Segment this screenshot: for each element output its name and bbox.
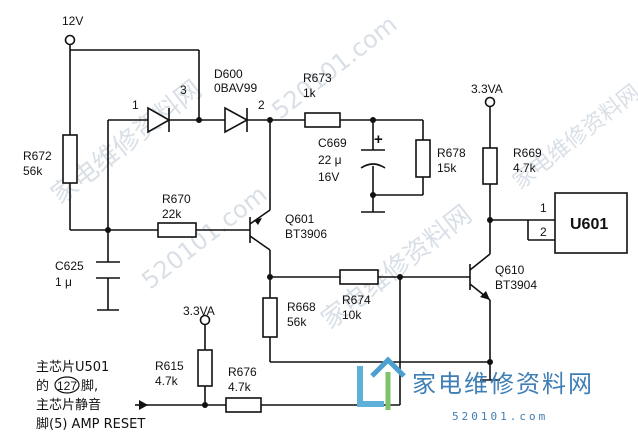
label-d600-part: 0BAV99 (214, 81, 257, 95)
label-c669-plus: + (374, 131, 383, 148)
label-r673-ref: R673 (303, 71, 332, 85)
label-r670-ref: R670 (162, 192, 191, 206)
label-q610-part: BT3904 (495, 278, 537, 292)
logo-text: 家电维修资料网 (412, 370, 594, 398)
label-3v3-top: 3.3VA (471, 82, 503, 96)
label-12v: 12V (62, 14, 83, 28)
label-q601-part: BT3906 (285, 227, 327, 241)
resistor-r673 (304, 112, 341, 128)
label-r669-val: 4.7k (513, 161, 537, 175)
note-pin-circle (54, 376, 80, 394)
note-line2-b: 脚, (81, 378, 98, 394)
label-r668-val: 56k (287, 315, 307, 329)
label-r672-val: 56k (23, 164, 43, 178)
label-u601: U601 (570, 216, 608, 233)
resistor-r676 (225, 397, 262, 413)
watermark-url: 520101.com (266, 10, 402, 125)
resistor-r669 (482, 147, 498, 185)
label-r673-val: 1k (303, 86, 317, 100)
junctions (105, 117, 493, 408)
pin-d600-1: 1 (132, 98, 139, 112)
label-r674-ref: R674 (342, 293, 371, 307)
transistor-q601 (249, 209, 271, 251)
diode-d600-a (147, 106, 171, 134)
label-r676-val: 4.7k (228, 380, 252, 394)
capacitor-c625 (96, 261, 120, 279)
capacitor-c669 (360, 149, 386, 169)
note-line3: 主芯片静音 (36, 397, 101, 413)
label-r672-ref: R672 (23, 149, 52, 163)
resistor-r672 (62, 134, 78, 184)
label-r674-val: 10k (342, 308, 362, 322)
resistor-r674 (339, 269, 379, 285)
label-3v3-bottom: 3.3VA (183, 304, 215, 318)
power-terminals (64, 34, 496, 326)
note-line2-a: 的 (36, 378, 49, 394)
logo-mark (357, 356, 406, 410)
diode-d600-b (224, 106, 249, 134)
resistor-r670 (157, 222, 197, 238)
site-logo: 家电维修资料网 520101.com (357, 356, 594, 423)
resistor-r678 (415, 139, 431, 178)
label-r615-ref: R615 (155, 359, 184, 373)
label-r678-ref: R678 (437, 146, 466, 160)
watermark-layer: 家电维修资料网 家电维修资料网 家电维修资料网 520101.com 52010… (46, 10, 638, 336)
pin-u601-2: 2 (540, 225, 547, 239)
label-c669-volt: 16V (318, 170, 339, 184)
label-q610-ref: Q610 (495, 263, 525, 277)
label-r615-val: 4.7k (155, 374, 179, 388)
watermark-text: 家电维修资料网 (508, 80, 638, 195)
label-q601-ref: Q601 (285, 212, 315, 226)
label-r669-ref: R669 (513, 146, 542, 160)
label-d600-ref: D600 (214, 67, 243, 81)
resistor-r615 (197, 349, 213, 387)
note-line2-pin: 127 (57, 379, 77, 393)
label-c669-val: 22 μ (318, 153, 342, 167)
label-c625-ref: C625 (55, 259, 84, 273)
pin-d600-2: 2 (258, 98, 265, 112)
label-r678-val: 15k (437, 161, 457, 175)
note-line4: 脚(5) AMP RESET (36, 416, 145, 432)
label-r676-ref: R676 (228, 365, 257, 379)
resistor-r668 (262, 297, 278, 338)
ic-u601 (554, 192, 628, 254)
watermark-text: 家电维修资料网 (316, 200, 478, 336)
pin-u601-1: 1 (540, 201, 547, 215)
label-c625-val: 1 μ (55, 275, 72, 289)
logo-url: 520101.com (452, 410, 548, 423)
label-r670-val: 22k (162, 207, 182, 221)
pin-d600-3: 3 (180, 83, 187, 97)
transistor-q610 (469, 253, 491, 301)
input-arrow (135, 400, 148, 410)
label-c669-ref: C669 (318, 136, 347, 150)
note-line1: 主芯片U501 (36, 360, 109, 375)
label-r668-ref: R668 (287, 300, 316, 314)
